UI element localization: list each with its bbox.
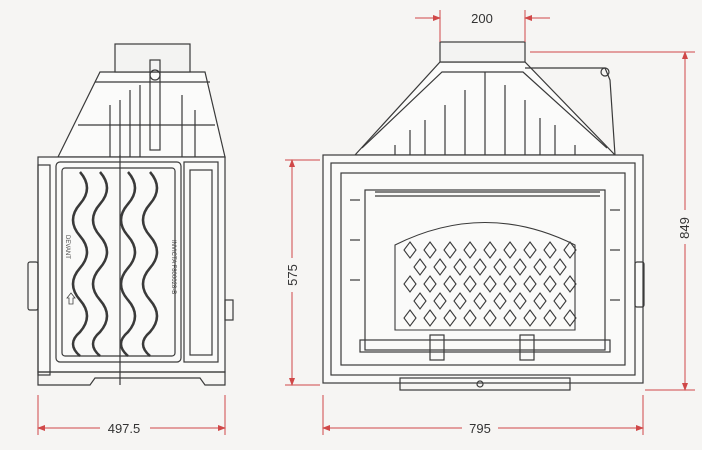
back-plate-diamond xyxy=(503,275,517,293)
back-plate-diamond xyxy=(453,292,467,310)
back-plate-diamond xyxy=(533,258,547,276)
side-flue-collar xyxy=(114,43,191,73)
back-plate-diamond xyxy=(563,309,577,327)
side-front-mark: DEVANT xyxy=(64,235,70,259)
back-plate-diamond xyxy=(413,292,427,310)
back-plate-diamond xyxy=(563,275,577,293)
back-plate-diamond xyxy=(403,309,417,327)
back-plate-diamond xyxy=(523,241,537,259)
back-plate-diamond xyxy=(523,275,537,293)
back-plate-diamond xyxy=(493,258,507,276)
back-plate-diamond xyxy=(543,275,557,293)
back-plate-diamond xyxy=(483,309,497,327)
front-body xyxy=(322,154,644,384)
side-view xyxy=(27,43,234,386)
back-plate-diamond xyxy=(433,258,447,276)
back-plate-diamond xyxy=(453,258,467,276)
back-plate-diamond xyxy=(463,275,477,293)
dim-total-width: 795 xyxy=(469,421,491,436)
side-base xyxy=(37,371,226,386)
side-model-mark: INVICTA F800028-B xyxy=(170,240,176,294)
dim-opening-height: 575 xyxy=(285,264,300,286)
dim-total-height: 849 xyxy=(677,217,692,239)
front-view xyxy=(322,41,645,391)
back-plate-diamond xyxy=(563,241,577,259)
back-plate-diamond xyxy=(503,241,517,259)
front-grate xyxy=(359,339,611,353)
dim-depth: 497.5 xyxy=(108,421,141,436)
back-plate-diamond xyxy=(483,241,497,259)
back-plate-diamond xyxy=(543,309,557,327)
back-plate-diamond xyxy=(553,258,567,276)
back-plate-diamond xyxy=(513,292,527,310)
back-plate-diamond xyxy=(533,292,547,310)
back-plate-diamond xyxy=(523,309,537,327)
back-plate-diamond xyxy=(473,258,487,276)
front-control-bar xyxy=(399,377,571,391)
side-wave-plates xyxy=(71,171,159,357)
side-arrow-icon xyxy=(66,292,76,305)
back-plate-diamond xyxy=(423,275,437,293)
back-plate-diamond xyxy=(473,292,487,310)
back-plate-diamond xyxy=(423,309,437,327)
back-plate-diamond xyxy=(403,241,417,259)
dim-flue-width: 200 xyxy=(471,11,493,26)
back-plate-diamond xyxy=(433,292,447,310)
back-plate-diamond xyxy=(423,241,437,259)
back-plate-diamond xyxy=(553,292,567,310)
back-plate-diamond xyxy=(483,275,497,293)
back-plate-diamond xyxy=(513,258,527,276)
back-plate-diamond xyxy=(443,309,457,327)
back-plate-diamond xyxy=(413,258,427,276)
back-plate-diamond xyxy=(463,309,477,327)
side-hood xyxy=(57,71,226,158)
back-plate-diamond xyxy=(403,275,417,293)
front-flue-collar xyxy=(439,41,526,63)
front-back-plate xyxy=(394,221,577,331)
back-plate-diamond xyxy=(443,275,457,293)
back-plate-diamond xyxy=(463,241,477,259)
back-plate-diamond xyxy=(493,292,507,310)
back-plate-diamond xyxy=(543,241,557,259)
back-plate-diamond xyxy=(443,241,457,259)
back-plate-diamond xyxy=(503,309,517,327)
